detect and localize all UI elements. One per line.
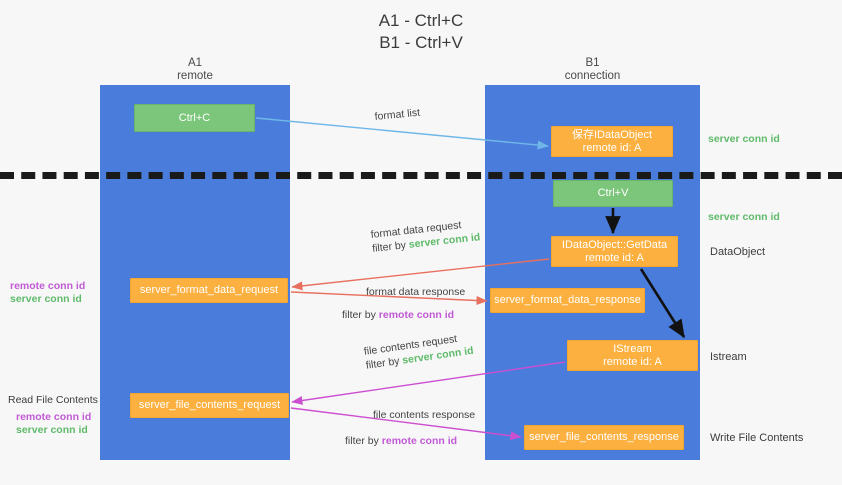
lane-b1-sub: connection (564, 70, 621, 82)
left-label-server-conn-id-2: server conn id (16, 424, 88, 436)
title-line-2: B1 - Ctrl+V (379, 33, 463, 52)
edge-label-file-contents-response-text: file contents response (373, 409, 476, 421)
edge-label-file-contents-response: file contents response filter by remote … (345, 408, 476, 448)
node-server-format-data-request-label: server_format_data_request (139, 284, 279, 296)
right-label-istream: Istream (710, 351, 747, 363)
node-istream[interactable]: IStream remote id: A (567, 340, 698, 371)
lane-header-a1: A1 remote (100, 57, 290, 83)
node-save-idataobject-line2: remote id: A (582, 141, 642, 154)
node-ctrl-c[interactable]: Ctrl+C (134, 104, 255, 132)
edge-label-file-contents-response-filter: filter by remote conn id (345, 435, 458, 447)
page-title: A1 - Ctrl+C B1 - Ctrl+V (0, 10, 842, 54)
node-server-file-contents-response[interactable]: server_file_contents_response (524, 425, 684, 450)
node-ctrl-c-label: Ctrl+C (178, 111, 211, 124)
title-line-1: A1 - Ctrl+C (378, 11, 464, 30)
left-label-remote-conn-id: remote conn id (10, 280, 86, 292)
node-getdata-line1: IDataObject::GetData (561, 238, 668, 251)
left-label-server-conn-id: server conn id (10, 293, 82, 305)
edge-label-format-data-response-text: format data response (366, 286, 466, 298)
node-server-format-data-response[interactable]: server_format_data_response (490, 288, 645, 313)
right-label-dataobject: DataObject (710, 246, 766, 258)
node-ctrl-v[interactable]: Ctrl+V (553, 180, 673, 207)
phase-divider (0, 172, 842, 179)
left-label-remote-conn-id-2: remote conn id (16, 411, 92, 423)
node-server-file-contents-response-label: server_file_contents_response (529, 431, 679, 443)
lane-a1-sub: remote (177, 70, 213, 82)
lane-a1-name: A1 (187, 57, 203, 69)
node-istream-line1: IStream (613, 342, 652, 355)
lane-header-b1: B1 connection (485, 57, 700, 83)
node-save-idataobject[interactable]: 保存IDataObject remote id: A (551, 126, 673, 157)
node-server-file-contents-request[interactable]: server_file_contents_request (130, 393, 289, 418)
right-label-write-file-contents: Write File Contents (710, 432, 804, 444)
right-label-server-conn-id-second: server conn id (708, 211, 780, 223)
node-istream-line2: remote id: A (603, 355, 662, 368)
node-server-format-data-response-label: server_format_data_response (494, 294, 641, 306)
edge-label-format-data-response: format data response filter by remote co… (342, 285, 466, 322)
node-getdata-line2: remote id: A (585, 251, 644, 264)
node-save-idataobject-line1: 保存IDataObject (571, 128, 653, 141)
node-server-file-contents-request-label: server_file_contents_request (138, 399, 281, 411)
lane-b1-name: B1 (585, 57, 600, 69)
node-server-format-data-request[interactable]: server_format_data_request (130, 278, 288, 303)
edge-label-format-data-response-filter: filter by remote conn id (342, 309, 455, 321)
left-label-read-file-contents: Read File Contents (8, 394, 98, 406)
edge-label-file-contents-request: file contents request filter by server c… (363, 330, 474, 373)
node-idataobject-getdata[interactable]: IDataObject::GetData remote id: A (551, 236, 678, 267)
edge-label-format-list: format list (374, 106, 421, 123)
right-label-server-conn-id-top: server conn id (708, 133, 780, 145)
edge-label-format-data-request: format data request filter by server con… (370, 216, 481, 256)
node-ctrl-v-label: Ctrl+V (597, 187, 629, 199)
